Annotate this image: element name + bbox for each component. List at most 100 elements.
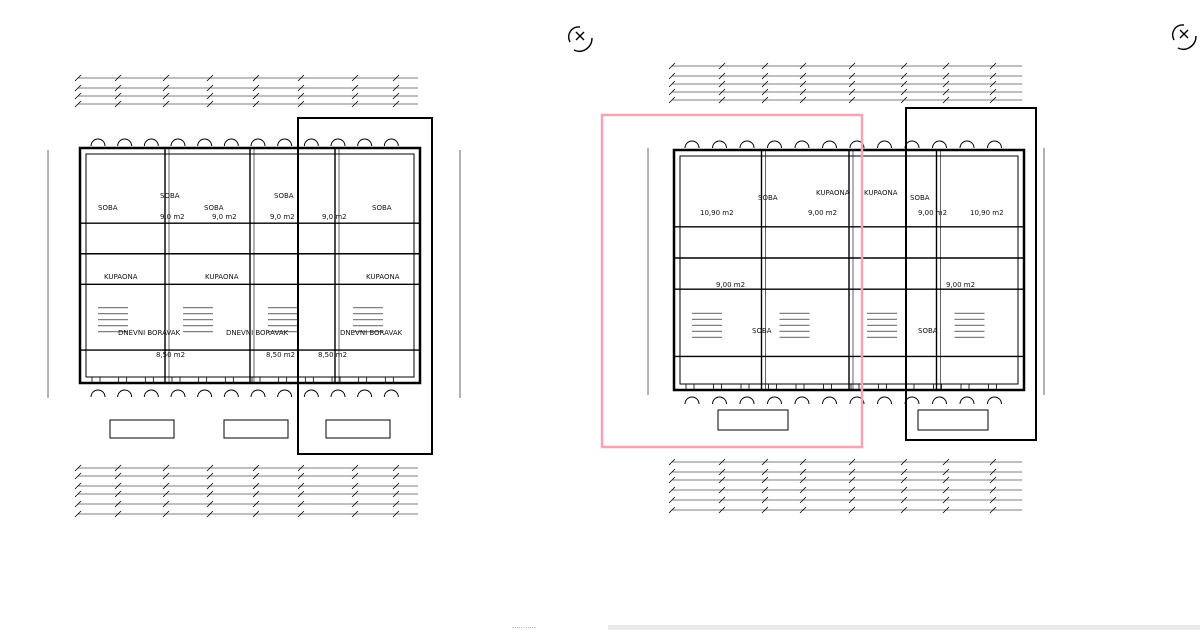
entry-step (917, 409, 989, 431)
area-label-2: 9,0 m2 (212, 213, 237, 221)
dimension-tick (718, 506, 726, 514)
area-label-6: 8,50 m2 (266, 351, 296, 359)
dimension-tick (761, 468, 769, 476)
window-arc (987, 140, 1002, 149)
dimension-tick (252, 74, 260, 82)
dimension-tick (900, 468, 908, 476)
dimension-tick (162, 74, 170, 82)
dimension-tick (114, 100, 122, 108)
window-arc (987, 396, 1002, 405)
dimension-tick (799, 62, 807, 70)
dimension-tick (799, 458, 807, 466)
dimension-tick (900, 496, 908, 504)
area-label-r-6: 9,00 m2 (716, 281, 746, 289)
dimension-tick (252, 490, 260, 498)
pillar (358, 376, 368, 384)
window-arc (170, 389, 186, 398)
window-arc (849, 396, 865, 405)
dimension-tick (351, 500, 359, 508)
dimension-tick (114, 74, 122, 82)
dimension-tick (392, 472, 400, 480)
dimension-tick (252, 510, 260, 518)
dimension-tick (761, 96, 769, 104)
dimension-tick (989, 506, 997, 514)
dimension-tick (351, 490, 359, 498)
dimension-tick (718, 62, 726, 70)
dimension-tick (848, 62, 856, 70)
room-label-soba-3: SOBA (204, 204, 224, 212)
window-arc (357, 389, 373, 398)
room-label-kupaona-1: KUPAONA (104, 273, 138, 281)
area-label-r-1: 10,90 m2 (700, 209, 734, 217)
pillar (251, 376, 261, 384)
room-label-soba-4: SOBA (274, 192, 294, 200)
dimension-tick (900, 80, 908, 88)
dimension-tick (351, 92, 359, 100)
window-arc (277, 389, 293, 398)
room-label-dnevni-2: DNEVNI BORAVAK (226, 329, 289, 337)
dimension-tick (668, 458, 676, 466)
dimension-tick (206, 472, 214, 480)
dimension-tick (848, 486, 856, 494)
pillar (823, 383, 832, 391)
pillar (171, 376, 181, 384)
dimension-tick (718, 80, 726, 88)
pillar (384, 376, 394, 384)
pillar (91, 376, 101, 384)
dimension-tick (900, 62, 908, 70)
window-arc (739, 140, 755, 149)
window-arc (90, 389, 106, 398)
dimension-tick (942, 80, 950, 88)
dimension-tick (668, 62, 676, 70)
entry-step (717, 409, 789, 431)
dimension-tick (162, 464, 170, 472)
dimension-tick (668, 506, 676, 514)
dimension-tick (252, 500, 260, 508)
entry-step (325, 419, 391, 439)
dimension-tick (392, 490, 400, 498)
window-arc (250, 138, 266, 147)
dimension-tick (799, 496, 807, 504)
pillar (198, 376, 208, 384)
left-floor-plan (47, 74, 461, 518)
dimension-tick (206, 500, 214, 508)
dimension-tick (114, 500, 122, 508)
dimension-tick (668, 72, 676, 80)
window-arc (904, 396, 920, 405)
pillar (740, 383, 750, 391)
dimension-tick (799, 80, 807, 88)
dimension-tick (761, 458, 769, 466)
window-arc (684, 396, 700, 405)
window-arc (959, 396, 975, 405)
window-arc (877, 140, 892, 149)
room-label-r-soba-3: SOBA (752, 327, 772, 335)
window-arc (143, 138, 159, 147)
footer-bar (608, 625, 1200, 630)
dimension-tick (297, 464, 305, 472)
dimension-tick (848, 458, 856, 466)
dimension-tick (989, 88, 997, 96)
window-arc (117, 389, 133, 398)
window-arc (904, 140, 920, 149)
dimension-tick (392, 92, 400, 100)
dimension-tick (668, 88, 676, 96)
dimension-tick (162, 92, 170, 100)
dimension-tick (351, 74, 359, 82)
dimension-tick (74, 482, 82, 490)
entry-step (223, 419, 289, 439)
dimension-tick (206, 464, 214, 472)
dimension-tick (989, 486, 997, 494)
dimension-tick (74, 510, 82, 518)
dimension-tick (252, 482, 260, 490)
dimension-tick (989, 80, 997, 88)
dimension-tick (718, 88, 726, 96)
window-arc (794, 396, 810, 405)
area-label-r-5: 9,00 m2 (946, 281, 976, 289)
dimension-tick (252, 100, 260, 108)
pillar (685, 383, 695, 391)
window-arc (932, 140, 947, 149)
dimension-tick (848, 506, 856, 514)
dimension-tick (761, 486, 769, 494)
area-label-r-3: 9,00 m2 (918, 209, 948, 217)
